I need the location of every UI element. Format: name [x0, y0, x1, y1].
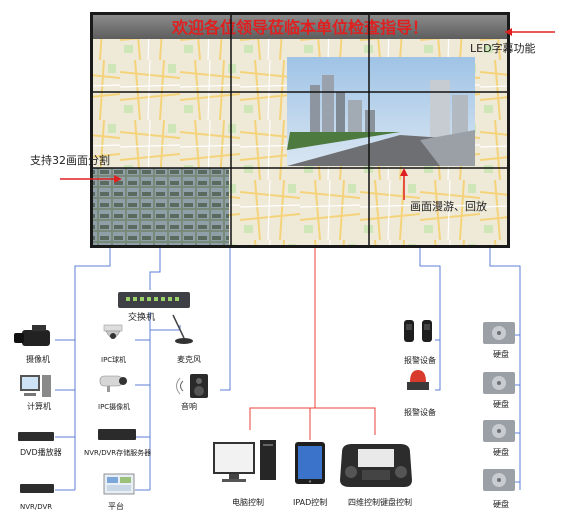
split-callout-label: 支持32画面分割	[30, 153, 110, 167]
roam-callout-label: 画面漫游、回放	[410, 199, 487, 213]
dvd-label: DVD播放器	[20, 447, 62, 457]
platform-screen-icon	[103, 473, 135, 495]
platform-device: 平台	[103, 473, 135, 511]
bullet-camera-icon	[99, 375, 127, 392]
nvr-server-label: NVR/DVR存储服务器	[84, 448, 151, 457]
desktop-pc-icon	[213, 440, 276, 482]
computer-label: 计算机	[27, 401, 51, 411]
wall-grid	[93, 15, 507, 245]
ipc-dome-device: IPC球机	[101, 324, 126, 364]
led-callout-label: LED字幕功能	[470, 41, 536, 55]
control-keyboard-icon	[340, 444, 412, 487]
video-wall: 欢迎各位领导莅临本单位检查指导！	[90, 12, 510, 248]
ipc-camera-label: IPC摄像机	[98, 402, 130, 411]
ipc-camera-device: IPC摄像机	[98, 375, 130, 411]
platform-label: 平台	[108, 501, 124, 511]
speaker-label: 音响	[181, 401, 197, 411]
microphone-icon	[172, 314, 193, 344]
nvr-server-device: NVR/DVR存储服务器	[84, 429, 151, 457]
disk-device-2: 硬盘	[483, 372, 515, 409]
camcorder-icon	[14, 325, 50, 346]
pc-control-device: 电脑控制	[213, 440, 276, 507]
tablet-icon	[295, 442, 325, 484]
alarm-label-2: 报警设备	[404, 407, 436, 417]
hard-disk-icon	[483, 469, 515, 491]
alarm-device-2: 报警设备	[404, 370, 436, 417]
computer-icon	[20, 375, 51, 397]
switch-label: 交换机	[128, 311, 155, 323]
led-banner-text: 欢迎各位领导莅临本单位检查指导！	[171, 18, 428, 37]
disk-device-3: 硬盘	[483, 420, 515, 457]
blue-connections	[55, 248, 521, 491]
hard-disk-icon	[483, 372, 515, 394]
hard-disk-icon	[483, 420, 515, 442]
alarm-device-1: 报警设备	[404, 320, 436, 365]
microphone-label: 麦克风	[177, 354, 201, 364]
camcorder-label: 摄像机	[26, 354, 50, 364]
switch-device: 交换机	[118, 292, 190, 323]
disk-label-2: 硬盘	[493, 399, 509, 409]
hard-disk-icon	[483, 322, 515, 344]
alarm-light-icon	[407, 370, 429, 390]
disk-label-4: 硬盘	[493, 499, 509, 509]
disk-device-4: 硬盘	[483, 469, 515, 509]
computer-device: 计算机	[20, 375, 51, 411]
camcorder-device: 摄像机	[14, 325, 50, 364]
nvr-server-icon	[98, 429, 136, 440]
dvd-player-icon	[18, 432, 54, 441]
roaming-photo-window	[287, 57, 475, 166]
speaker-device: 音响	[176, 374, 208, 411]
keyboard-control-device: 四维控制键盘控制	[340, 444, 412, 507]
nvr-dvr-device: NVR/DVR	[20, 484, 54, 511]
led-callout: LED字幕功能	[470, 28, 555, 55]
nvr-dvr-label: NVR/DVR	[20, 503, 52, 511]
ipad-control-device: IPAD控制	[293, 442, 327, 507]
roam-callout: 画面漫游、回放	[400, 168, 487, 213]
infrared-beam-icon	[404, 320, 432, 342]
led-banner-bar	[93, 15, 507, 39]
pc-control-label: 电脑控制	[232, 497, 264, 507]
ipad-control-label: IPAD控制	[293, 497, 327, 507]
disk-device-1: 硬盘	[483, 322, 515, 359]
split-callout: 支持32画面分割	[30, 153, 122, 183]
ipc-dome-label: IPC球机	[101, 355, 126, 364]
speaker-icon	[176, 374, 208, 398]
nvr-dvr-icon	[20, 484, 54, 493]
disk-label-1: 硬盘	[493, 349, 509, 359]
dome-camera-icon	[103, 324, 123, 339]
disk-label-3: 硬盘	[493, 447, 509, 457]
dvd-device: DVD播放器	[18, 432, 62, 457]
alarm-label-1: 报警设备	[404, 355, 436, 365]
red-connections	[249, 248, 376, 440]
keyboard-control-label: 四维控制键盘控制	[348, 497, 412, 507]
microphone-device: 麦克风	[172, 314, 201, 364]
